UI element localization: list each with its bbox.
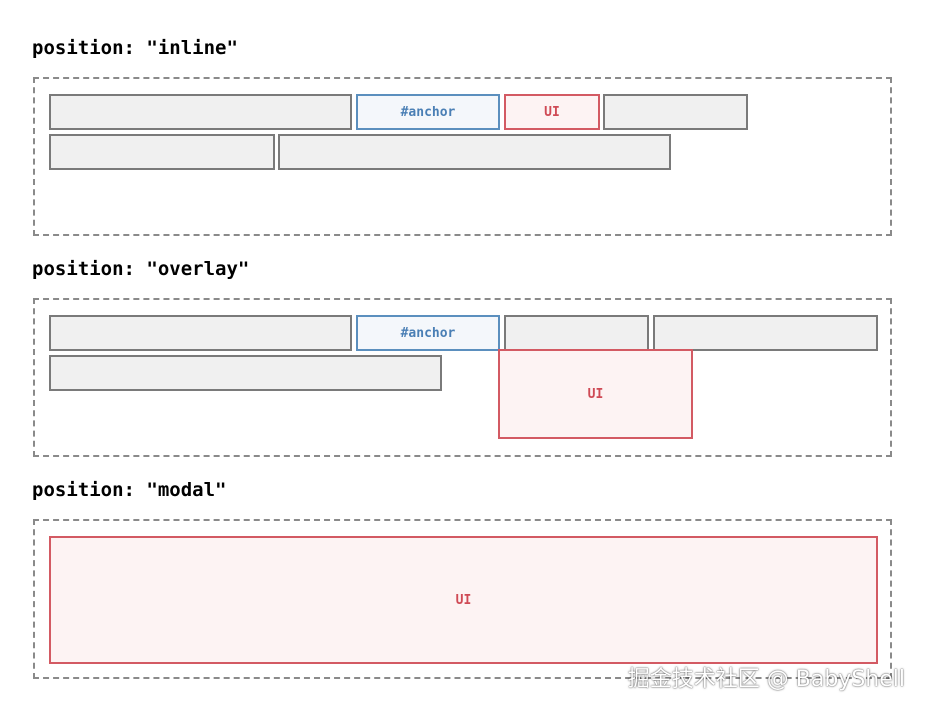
anchor-label: #anchor [400,325,456,341]
placeholder-box [504,315,649,351]
ui-box: UI [504,94,600,130]
overlay-heading: position: "overlay" [32,258,250,280]
anchor-box: #anchor [356,315,500,351]
ui-label: UI [544,104,560,120]
ui-overlay-box: UI [498,349,693,439]
ui-modal-box: UI [49,536,878,664]
anchor-box: #anchor [356,94,500,130]
modal-frame: UI [33,519,892,679]
placeholder-box [49,315,352,351]
placeholder-box [603,94,748,130]
anchor-label: #anchor [400,104,456,120]
ui-label: UI [587,386,604,402]
inline-heading: position: "inline" [32,37,238,59]
placeholder-box [278,134,671,170]
overlay-frame: #anchor UI [33,298,892,457]
watermark: 掘金技术社区 @ BabyShell [627,667,905,692]
placeholder-box [49,355,442,391]
placeholder-box [49,134,275,170]
placeholder-box [653,315,878,351]
placeholder-box [49,94,352,130]
ui-label: UI [455,592,472,608]
inline-frame: #anchor UI [33,77,892,236]
modal-heading: position: "modal" [32,479,227,501]
